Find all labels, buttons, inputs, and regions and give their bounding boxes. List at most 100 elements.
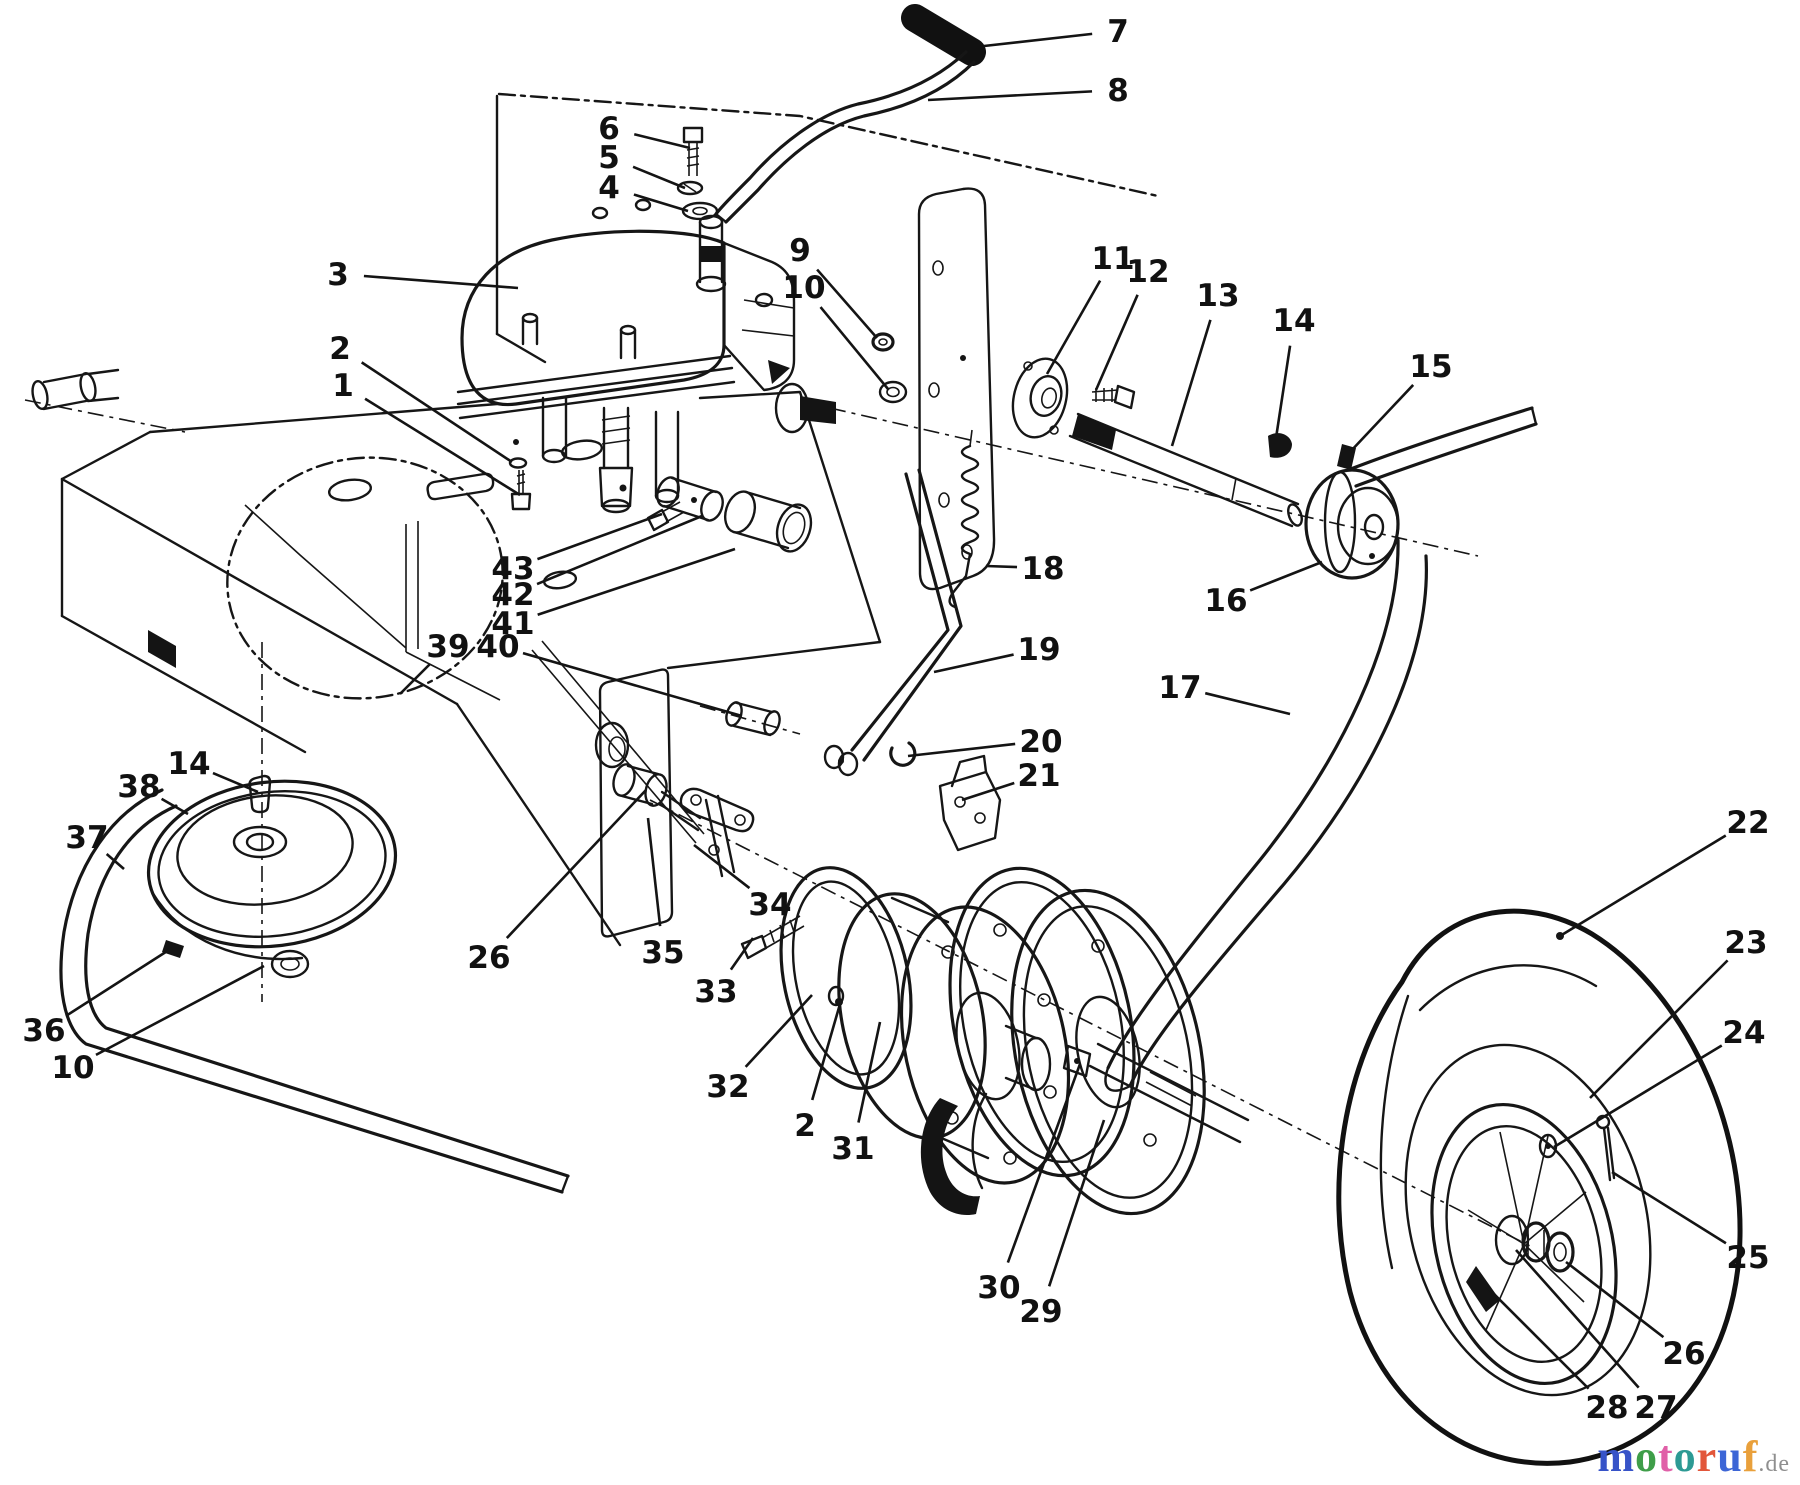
leader-line-25 [1611, 1170, 1727, 1245]
leader-line-29 [1047, 1119, 1106, 1287]
logo-suffix: .de [1758, 1451, 1790, 1477]
shift-lever [714, 4, 986, 224]
leader-line-28 [1485, 1285, 1590, 1390]
site-logo[interactable]: motoruf.de [1597, 1435, 1790, 1479]
part-label-42: 42 [491, 577, 534, 613]
part-label-14a: 14 [1272, 303, 1315, 339]
part-label-10a: 10 [782, 270, 825, 306]
part-label-17: 17 [1158, 670, 1201, 706]
leader-line-14b [212, 771, 259, 794]
part-label-26a: 26 [467, 940, 510, 976]
part-label-35: 35 [641, 935, 684, 971]
leader-line-9 [816, 268, 878, 339]
part-label-4: 4 [598, 170, 620, 206]
leader-line-37 [105, 853, 125, 870]
leader-line-16 [1249, 560, 1323, 592]
part-label-26b: 26 [1662, 1336, 1705, 1372]
leader-line-4 [633, 193, 689, 213]
leader-line-5 [632, 165, 686, 190]
part-label-29: 29 [1019, 1294, 1062, 1330]
leader-line-11 [1045, 279, 1102, 375]
part-callouts: 1234567891011121314151617181920212223242… [22, 14, 1769, 1426]
part-label-3: 3 [327, 257, 349, 293]
leader-line-15 [1349, 384, 1415, 453]
leader-line-3 [363, 274, 519, 290]
part-label-16: 16 [1204, 583, 1247, 619]
part-label-38: 38 [117, 769, 160, 805]
logo-letter: r [1696, 1432, 1718, 1481]
leader-dot-22 [1556, 932, 1564, 940]
part-label-19: 19 [1017, 632, 1060, 668]
part-label-23: 23 [1724, 925, 1767, 961]
leader-line-12 [1094, 294, 1139, 391]
chassis-frame [24, 92, 1160, 947]
leader-line-39 [399, 663, 431, 695]
part-label-11: 11 [1091, 241, 1134, 277]
leader-line-1 [364, 397, 521, 497]
part-label-10b: 10 [51, 1050, 94, 1086]
leader-line-24 [1553, 1044, 1723, 1149]
part-label-14b: 14 [167, 746, 210, 782]
logo-letter: f [1742, 1432, 1759, 1481]
drive-belt-left [59, 788, 570, 1194]
part-label-13: 13 [1196, 278, 1239, 314]
part-label-21: 21 [1017, 758, 1060, 794]
leader-line-23 [1589, 959, 1729, 1099]
drive-belt-right [1104, 406, 1538, 1092]
leader-line-13 [1170, 319, 1212, 447]
part-label-33: 33 [694, 974, 737, 1010]
leader-line-21 [961, 781, 1015, 802]
leader-line-35 [646, 817, 662, 927]
part-label-30: 30 [977, 1270, 1020, 1306]
leader-line-30 [1006, 1063, 1082, 1264]
leader-line-6 [633, 132, 691, 150]
leader-line-19 [933, 653, 1014, 674]
part-label-32: 32 [706, 1069, 749, 1105]
part-label-43: 43 [491, 551, 534, 587]
part-label-12: 12 [1126, 254, 1169, 290]
part-label-39: 39 [426, 629, 469, 665]
part-label-8: 8 [1107, 73, 1129, 109]
part-label-36: 36 [22, 1013, 65, 1049]
part-label-34: 34 [748, 887, 791, 923]
part-label-40: 40 [476, 629, 519, 665]
part-label-41: 41 [491, 606, 534, 642]
leader-line-27 [1515, 1249, 1640, 1389]
leader-line-41 [537, 547, 736, 617]
logo-letter: t [1658, 1432, 1674, 1481]
logo-letter: m [1597, 1432, 1636, 1481]
leader-line-40 [522, 651, 743, 718]
leader-line-33 [729, 937, 755, 971]
part-label-31: 31 [831, 1131, 874, 1167]
leader-line-31 [857, 1021, 882, 1123]
logo-wordmark: motoruf [1597, 1432, 1758, 1481]
logo-letter: o [1635, 1432, 1659, 1481]
part-label-6: 6 [598, 111, 620, 147]
part-label-20: 20 [1019, 724, 1062, 760]
part-label-28: 28 [1585, 1390, 1628, 1426]
left-pulley-assembly [59, 642, 570, 1194]
leader-line-22 [1559, 834, 1727, 938]
leader-line-36 [65, 946, 173, 1018]
spacer-and-bushing-parts [619, 476, 813, 553]
leader-line-20 [907, 742, 1016, 758]
leader-line-7 [983, 32, 1093, 48]
part-label-27: 27 [1634, 1390, 1677, 1426]
part-label-15: 15 [1409, 349, 1452, 385]
leader-line-8 [927, 90, 1093, 102]
leader-line-42 [536, 514, 703, 586]
leader-line-10a [819, 306, 890, 390]
logo-letter: u [1717, 1432, 1743, 1481]
leader-line-43 [537, 512, 663, 561]
part-label-25: 25 [1726, 1240, 1769, 1276]
leader-line-10b [95, 964, 265, 1056]
part-label-9: 9 [789, 233, 811, 269]
part-label-2b: 2 [794, 1108, 816, 1144]
leader-line-26a [505, 789, 647, 939]
part-label-1: 1 [332, 368, 354, 404]
leader-line-32 [744, 994, 813, 1068]
leader-line-2b [810, 1003, 842, 1101]
leader-line-17 [1204, 691, 1291, 716]
